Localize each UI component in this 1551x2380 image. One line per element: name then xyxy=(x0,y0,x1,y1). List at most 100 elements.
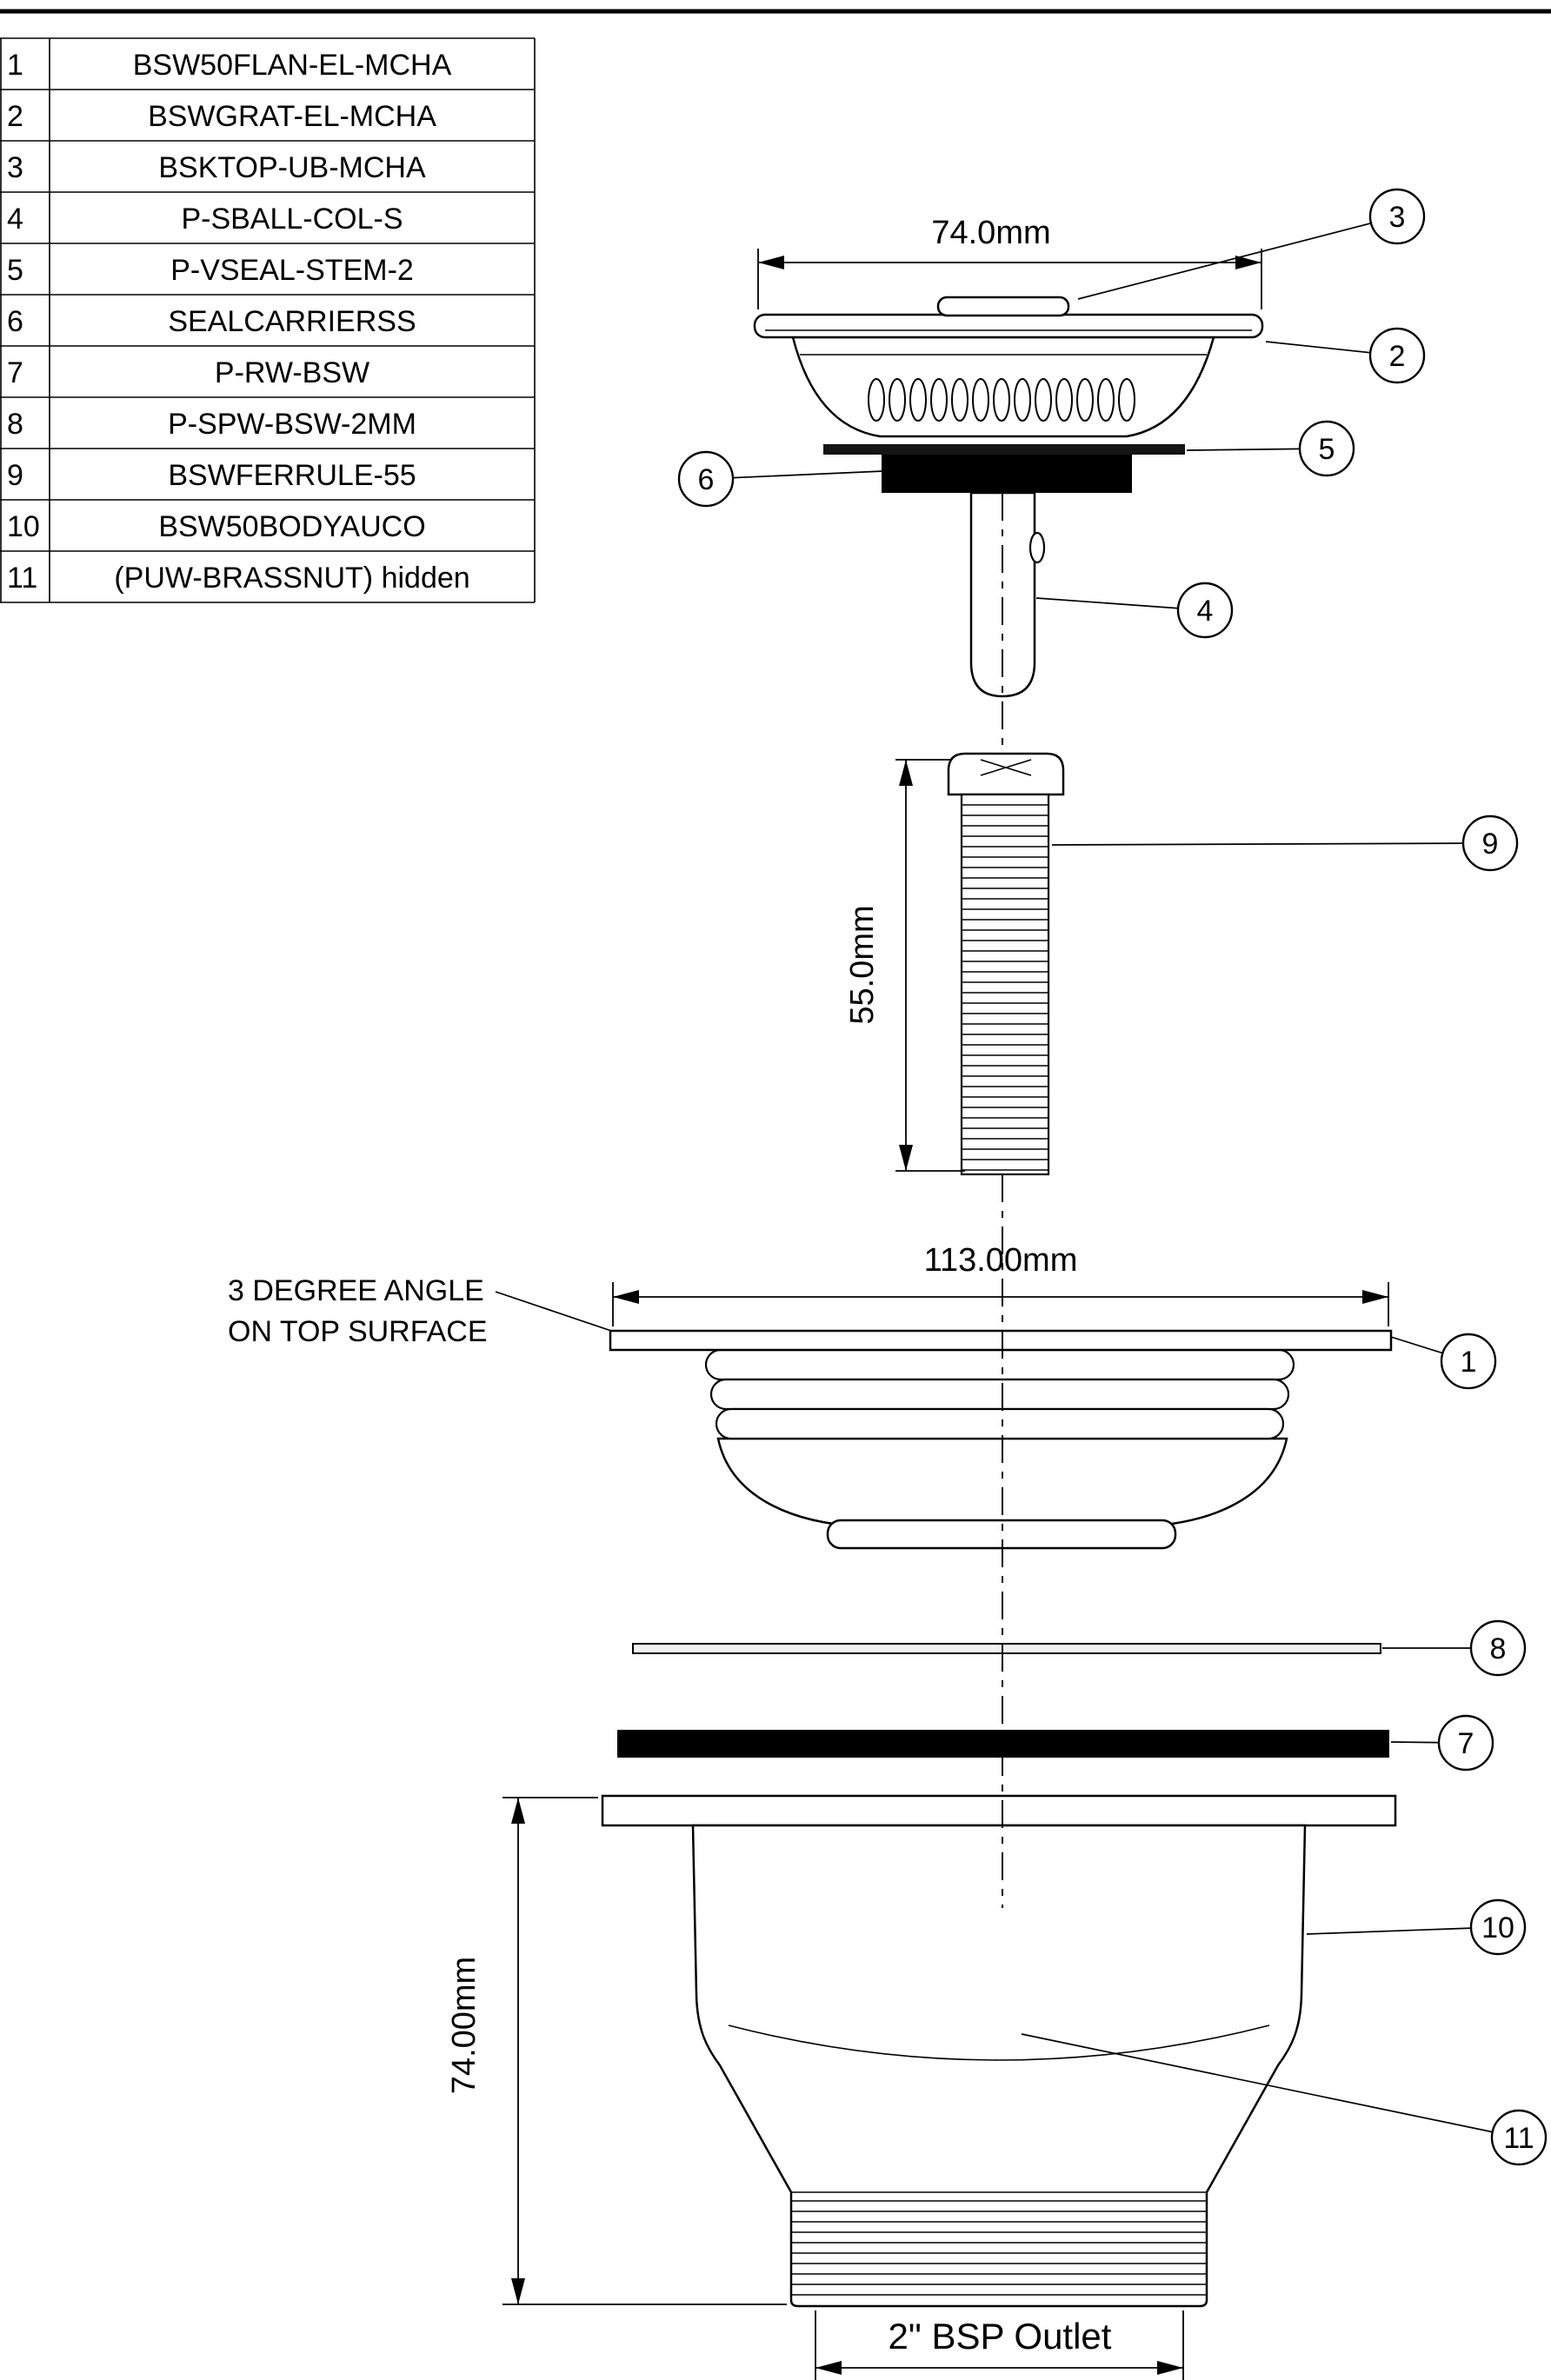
body-flange xyxy=(601,1794,1397,1827)
part-name-cell: BSWFERRULE-55 xyxy=(168,459,416,492)
balloon-label: 4 xyxy=(1197,595,1214,628)
balloon-6: 6 xyxy=(677,450,735,508)
balloon-11: 11 xyxy=(1490,2109,1548,2166)
arrowhead xyxy=(511,1798,525,1824)
dim-flange-width: 113.00mm xyxy=(612,1242,1389,1326)
arrowhead xyxy=(511,2278,525,2304)
body-interior-line xyxy=(728,2024,1270,2061)
angle-note-line2: ON TOP SURFACE xyxy=(228,1315,488,1348)
grating-rim xyxy=(753,313,1264,339)
balloon-circle xyxy=(1469,1898,1527,1956)
balloon-circle xyxy=(1490,2109,1548,2166)
part-name-cell: P-SPW-BSW-2MM xyxy=(168,408,416,441)
dim-label: 113.00mm xyxy=(924,1242,1078,1279)
part-name-cell: P-RW-BSW xyxy=(215,356,369,389)
balloon-3: 3 xyxy=(1368,188,1426,245)
leader-line xyxy=(1306,1926,1499,1935)
arrowhead xyxy=(1235,256,1261,269)
part-number-cell: 4 xyxy=(7,203,23,236)
part-name-cell: P-VSEAL-STEM-2 xyxy=(170,254,414,287)
waste-body: 74.00mm 2" BSP Outlet xyxy=(446,1794,1397,2380)
balloon-9: 9 xyxy=(1461,814,1519,872)
balloon-5: 5 xyxy=(1298,420,1355,477)
part-name-cell: BSW50FLAN-EL-MCHA xyxy=(133,49,452,82)
balloon-circle xyxy=(1437,1714,1494,1772)
dim-grating-width: 74.0mm xyxy=(757,215,1262,309)
part-number-cell: 7 xyxy=(7,356,23,389)
seal-carrier-block xyxy=(882,455,1132,493)
outlet-label: 2" BSP Outlet xyxy=(889,2316,1112,2357)
balloon-circle xyxy=(1176,582,1234,639)
part-number-cell: 5 xyxy=(7,254,23,287)
leader-line xyxy=(1077,216,1398,300)
dim-label: 55.0mm xyxy=(844,905,881,1024)
dim-line xyxy=(757,249,1262,309)
basket-top-knob xyxy=(936,296,1070,317)
part-name-cell: BSWGRAT-EL-MCHA xyxy=(148,100,436,133)
balloon-label: 2 xyxy=(1389,340,1406,373)
flange-plate xyxy=(609,1329,1393,1352)
balloon-circle xyxy=(1440,1333,1497,1390)
dim-line xyxy=(815,2310,1184,2380)
dim-body-height: 74.00mm xyxy=(446,1797,787,2305)
balloon-label: 7 xyxy=(1458,1727,1474,1760)
ferrule-screw: 55.0mm xyxy=(844,752,1065,1176)
balloon-label: 5 xyxy=(1319,433,1335,466)
balloon-label: 9 xyxy=(1482,828,1499,861)
stem-seal-strip xyxy=(823,444,1185,455)
balloon-label: 1 xyxy=(1461,1346,1477,1379)
part-name-cell: P-SBALL-COL-S xyxy=(181,203,403,236)
table-grid-lines xyxy=(0,37,536,603)
balloon-callouts: 1 2 3 4 5 6 7 8 xyxy=(677,188,1548,2166)
screw-head xyxy=(947,752,1065,796)
flange-rib xyxy=(704,1348,1295,1381)
basket-strainer-assembly: 74.0mm xyxy=(753,215,1264,754)
balloon-circle xyxy=(677,450,735,508)
part-name-cell: (PUW-BRASSNUT) hidden xyxy=(114,562,469,595)
angle-note-line1: 3 DEGREE ANGLE xyxy=(228,1274,484,1307)
leader-line xyxy=(1021,2033,1520,2138)
ball-stem xyxy=(969,491,1036,698)
part-number-cell: 8 xyxy=(7,408,23,441)
flange-assembly: 113.00mm 3 DEGREE ANGLE ON TOP SURFACE xyxy=(228,1242,1393,1550)
leader-line xyxy=(1035,597,1206,611)
leader-line xyxy=(1051,842,1491,846)
part-name-cell: BSKTOP-UB-MCHA xyxy=(158,151,426,184)
arrowhead xyxy=(815,2361,842,2375)
flange-rib xyxy=(709,1378,1290,1411)
body-outline xyxy=(691,1824,1307,2308)
arrowhead xyxy=(899,760,913,786)
arrowhead xyxy=(758,256,784,269)
part-number-cell: 11 xyxy=(7,562,37,595)
outlet-thread-lines xyxy=(791,2200,1207,2296)
stem-ball-detent xyxy=(1028,531,1046,564)
part-number-cell: 9 xyxy=(7,459,23,492)
dim-line xyxy=(503,1797,787,2305)
part-number-cell: 6 xyxy=(7,305,23,338)
balloon-4: 4 xyxy=(1176,582,1234,639)
part-number-cell: 2 xyxy=(7,100,23,133)
balloon-label: 11 xyxy=(1503,2122,1534,2155)
dim-outlet: 2" BSP Outlet xyxy=(815,2310,1184,2380)
angle-note: 3 DEGREE ANGLE ON TOP SURFACE xyxy=(228,1274,615,1348)
balloon-7: 7 xyxy=(1437,1714,1494,1772)
grating-slots xyxy=(868,378,1135,422)
balloon-circle xyxy=(1298,420,1355,477)
screw-thread-lines xyxy=(962,804,1048,1171)
part-number-cell: 3 xyxy=(7,151,23,184)
balloon-label: 6 xyxy=(698,463,715,496)
balloon-label: 8 xyxy=(1490,1632,1507,1665)
part-number-cell: 10 xyxy=(7,510,40,543)
parts-table: 1 2 3 4 5 6 7 8 9 10 11 BSW50FLAN-EL-MCH… xyxy=(0,37,536,603)
balloon-label: 10 xyxy=(1481,1911,1514,1945)
arrowhead xyxy=(1362,1290,1388,1304)
screw-drive-slot xyxy=(980,759,1032,776)
steel-washer xyxy=(632,1643,1381,1654)
balloon-circle xyxy=(1368,188,1426,245)
balloon-circle xyxy=(1461,814,1519,872)
balloon-label: 3 xyxy=(1389,201,1406,234)
balloon-circle xyxy=(1469,1619,1527,1677)
balloon-1: 1 xyxy=(1440,1333,1497,1390)
arrowhead xyxy=(1157,2361,1183,2375)
